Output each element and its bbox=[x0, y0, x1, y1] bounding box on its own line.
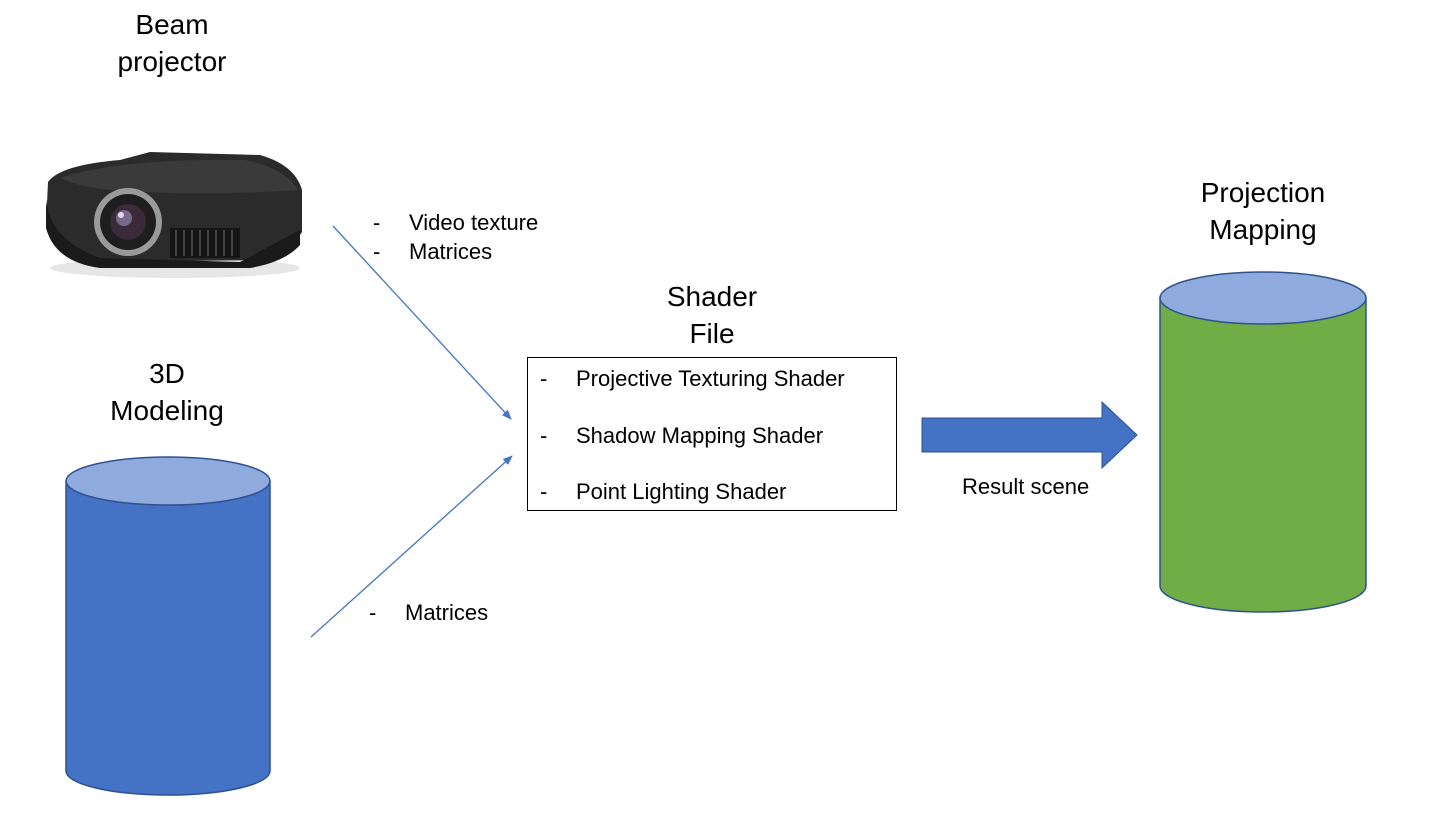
projection-mapping-title-line1: Projection bbox=[1200, 177, 1326, 208]
edge-label-matrices-bottom: - Matrices bbox=[369, 598, 488, 627]
shader-file-title: Shader File bbox=[612, 278, 812, 352]
shader-item-label: Shadow Mapping Shader bbox=[576, 423, 824, 448]
shader-item-shadow: - Shadow Mapping Shader bbox=[540, 421, 823, 450]
projection-mapping-title: Projection Mapping bbox=[1163, 174, 1363, 248]
shader-item-label: Point Lighting Shader bbox=[576, 479, 787, 504]
shader-item-point-lighting: - Point Lighting Shader bbox=[540, 477, 786, 506]
projector-image bbox=[46, 152, 302, 278]
modeling-title-line1: 3D bbox=[149, 358, 185, 389]
projection-mapping-title-line2: Mapping bbox=[1209, 214, 1317, 245]
shader-item-projective: - Projective Texturing Shader bbox=[540, 364, 845, 393]
modeling-cylinder bbox=[65, 456, 271, 796]
beam-projector-title-line2: projector bbox=[117, 46, 227, 77]
shader-file-title-line2: File bbox=[689, 318, 735, 349]
bullet-dash: - bbox=[373, 210, 381, 235]
projection-mapping-cylinder bbox=[1159, 271, 1367, 613]
projector-to-shader-arrow bbox=[332, 225, 512, 420]
edge-label-text: Matrices bbox=[409, 239, 493, 264]
modeling-title: 3D Modeling bbox=[67, 355, 267, 429]
modeling-to-shader-arrow bbox=[310, 455, 513, 638]
result-block-arrow bbox=[921, 400, 1138, 470]
result-scene-label: Result scene bbox=[962, 474, 1090, 499]
bullet-dash: - bbox=[373, 239, 381, 264]
beam-projector-title: Beam projector bbox=[72, 6, 272, 80]
modeling-title-line2: Modeling bbox=[110, 395, 224, 426]
beam-projector-title-line1: Beam bbox=[135, 9, 209, 40]
shader-item-label: Projective Texturing Shader bbox=[576, 366, 845, 391]
bullet-dash: - bbox=[540, 479, 548, 504]
edge-label-text: Matrices bbox=[405, 600, 489, 625]
bullet-dash: - bbox=[369, 600, 377, 625]
edge-label-video-texture: - Video texture bbox=[373, 208, 538, 237]
edge-label-text: Video texture bbox=[409, 210, 539, 235]
shader-file-box: - Projective Texturing Shader - Shadow Map… bbox=[527, 357, 897, 511]
edge-label-matrices-top: - Matrices bbox=[373, 237, 492, 266]
shader-file-title-line1: Shader bbox=[666, 281, 758, 312]
bullet-dash: - bbox=[540, 366, 548, 391]
bullet-dash: - bbox=[540, 423, 548, 448]
